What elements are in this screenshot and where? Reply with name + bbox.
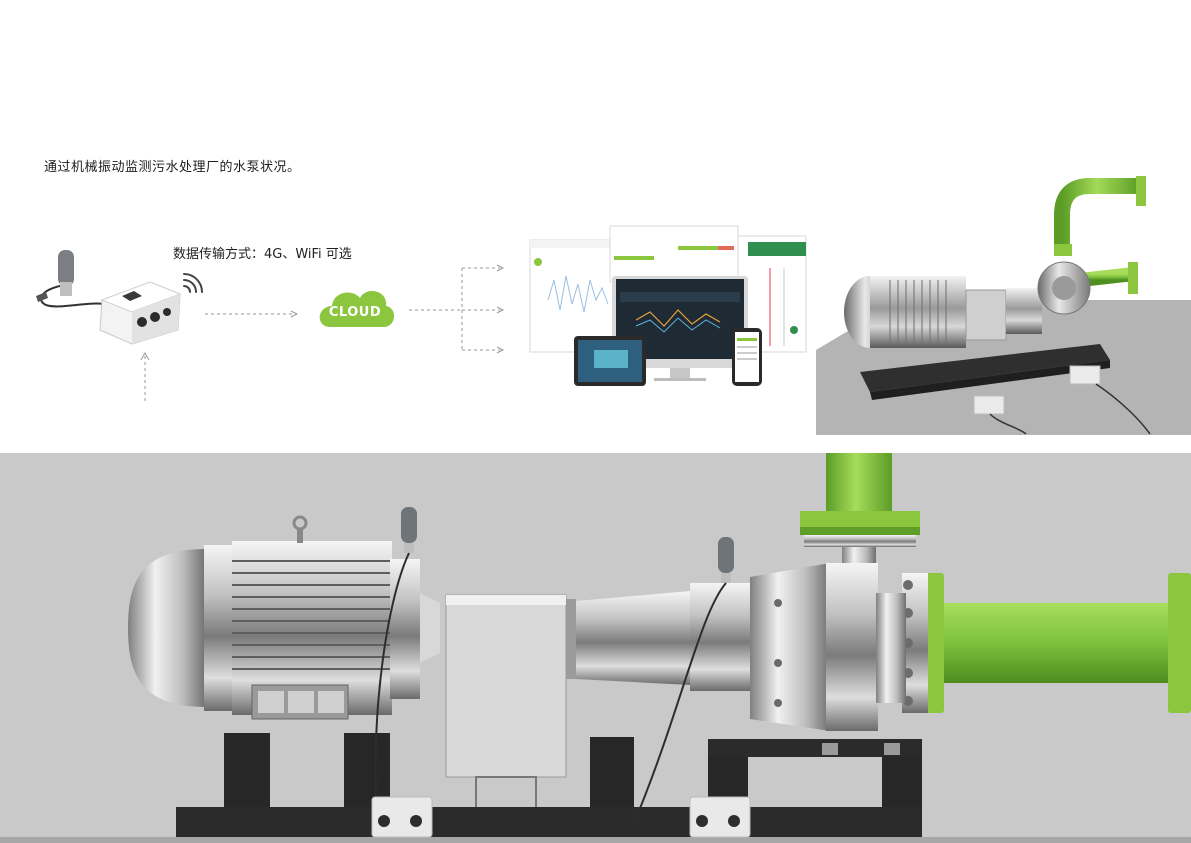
vibration-sensor-motor [371,507,433,838]
cloud-icon: CLOUD [319,291,395,327]
electric-motor [128,515,440,720]
transfer-method-label: 数据传输方式：4G、WiFi 可选 [173,247,352,262]
data-flow-diagram: CLOUD [36,176,1191,435]
vibration-sensor-pump [633,537,751,838]
pump-render-icon [816,176,1191,435]
page-caption: 通过机械振动监测污水处理厂的水泵状况。 [44,160,301,175]
bearing-housing [566,583,750,691]
cloud-label: CLOUD [329,305,381,320]
pump-scene [0,453,1191,843]
pump-volute [750,563,906,731]
wifi-signal-icon [183,273,203,293]
dashboard-devices-icon [529,225,807,386]
sensor-device-icon [36,250,182,345]
